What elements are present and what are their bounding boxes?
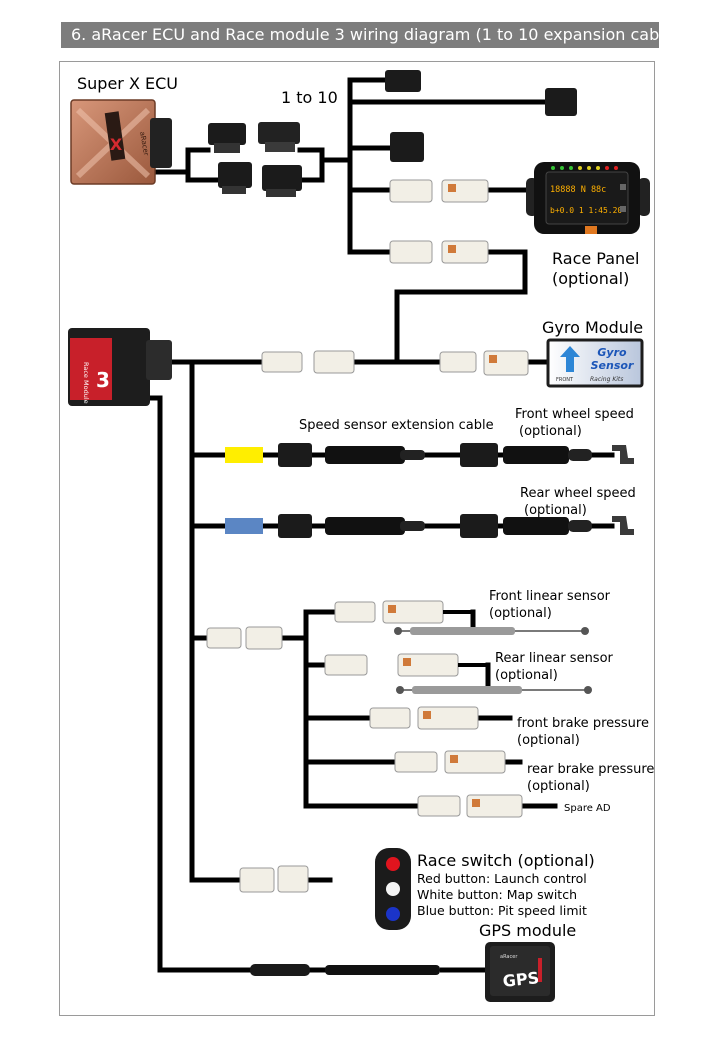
front-wheel-label-line2: (optional)	[519, 424, 582, 439]
gps-vertical-wire	[147, 395, 253, 973]
gyro-connector-pair-2	[439, 350, 529, 376]
race-switch-label: Race switch (optional)	[417, 851, 595, 870]
race-panel-label: Race Panel (optional)	[552, 249, 639, 289]
panel-row-2: b+0.0 1 1:45.20	[550, 206, 622, 215]
module-number-text: 3	[96, 368, 110, 392]
gps-brand-text: aRacer	[500, 954, 518, 960]
front-linear-sensor-icon	[394, 627, 589, 635]
race-panel-label-line2: (optional)	[552, 269, 630, 288]
gps-text: GPS	[502, 968, 540, 991]
yellow-sleeve	[225, 447, 263, 463]
red-button-icon	[386, 857, 400, 871]
front-brake-label-line1: front brake pressure	[517, 716, 649, 731]
rear-linear-label-line2: (optional)	[495, 668, 558, 683]
panel-leds	[551, 166, 618, 170]
race-switch-icon	[375, 848, 411, 930]
front-wheel-label: Front wheel speed (optional)	[515, 406, 634, 440]
rear-linear-sensor-icon	[396, 686, 592, 694]
wires	[147, 77, 615, 973]
gyro-front-text: FRONT	[556, 377, 574, 383]
black-connector-1	[208, 123, 246, 153]
gps-module-icon: GPS aRacer	[485, 942, 555, 1002]
spare-ad-label: Spare AD	[564, 803, 611, 814]
black-connector-2	[218, 162, 252, 194]
race-panel-label-line1: Race Panel	[552, 249, 640, 268]
gyro-connector-pair-1	[261, 350, 355, 374]
speed-ext-label: Speed sensor extension cable	[299, 418, 494, 433]
white-button-label: White button: Map switch	[417, 887, 577, 902]
ecu-to-hub-wire	[297, 147, 353, 183]
panel-connector-pair-1	[389, 179, 489, 203]
front-linear-chain	[334, 600, 589, 635]
rear-brake-chain	[394, 750, 506, 774]
branch-connector-1	[545, 88, 577, 116]
black-connector-3	[258, 122, 300, 152]
page-title: 6. aRacer ECU and Race module 3 wiring d…	[61, 22, 659, 48]
front-linear-label: Front linear sensor (optional)	[489, 588, 610, 622]
blue-button-label: Blue button: Pit speed limit	[417, 903, 587, 918]
ad-branch-front-linear	[303, 609, 476, 628]
rear-speed-probe	[612, 516, 634, 535]
gyro-sensor-icon: Gyro Sensor FRONT Racing Kits	[546, 338, 644, 388]
front-brake-label-line2: (optional)	[517, 733, 580, 748]
main-vertical-wire	[189, 359, 243, 883]
branch-connector-3	[390, 132, 424, 162]
rear-wheel-label-line2: (optional)	[524, 503, 587, 518]
panel-connector-pair-2	[389, 240, 489, 264]
race-module-icon: Race Module 3	[68, 328, 172, 406]
ecu-cable-wire	[152, 147, 221, 183]
rear-linear-label-line1: Rear linear sensor	[495, 651, 613, 666]
blue-sleeve	[225, 518, 263, 534]
race-switch-functions: Red button: Launch control White button:…	[417, 871, 587, 919]
gyro-line-1: Gyro	[597, 346, 627, 359]
front-speed-probe	[612, 445, 634, 464]
ad-harness-connector	[206, 626, 283, 650]
front-brake-label: front brake pressure (optional)	[517, 715, 649, 749]
one-to-ten-label: 1 to 10	[281, 88, 338, 107]
gyro-brand-text: Racing Kits	[590, 376, 623, 383]
hub-branch-connectors	[385, 70, 577, 264]
front-linear-label-line1: Front linear sensor	[489, 589, 610, 604]
front-linear-label-line2: (optional)	[489, 606, 552, 621]
ecu-icon: X aRacer	[70, 99, 172, 185]
ecu-model-text: X	[110, 135, 123, 154]
branch-connector-2	[385, 70, 421, 92]
black-connector-4	[262, 165, 302, 197]
gyro-line-2: Sensor	[591, 359, 634, 372]
gyro-module-label: Gyro Module	[542, 318, 644, 337]
diagram-frame	[59, 61, 655, 1016]
spare-ad-chain	[417, 794, 523, 818]
rear-brake-label-line1: rear brake pressure	[527, 762, 655, 777]
front-brake-chain	[369, 706, 479, 730]
rear-linear-chain	[324, 653, 592, 694]
rear-linear-label: Rear linear sensor (optional)	[495, 650, 613, 684]
front-speed-chain	[278, 443, 634, 467]
rear-brake-label: rear brake pressure (optional)	[527, 761, 654, 795]
white-button-icon	[386, 882, 400, 896]
rear-wheel-label: Rear wheel speed (optional)	[520, 485, 636, 519]
panel-row-1: 18888 N 88c	[550, 185, 606, 195]
panel-wire-2	[394, 249, 528, 365]
ad-branch-rear-linear	[303, 662, 491, 693]
rear-brake-label-line2: (optional)	[527, 779, 590, 794]
front-wheel-label-line1: Front wheel speed	[515, 407, 634, 422]
rear-speed-chain	[278, 514, 634, 538]
module-name-text: Race Module	[82, 362, 90, 404]
gps-module-label: GPS module	[479, 921, 577, 940]
red-button-label: Red button: Launch control	[417, 871, 587, 886]
rear-wheel-label-line1: Rear wheel speed	[520, 486, 636, 501]
race-switch-connector	[239, 865, 309, 893]
ecu-connectors	[208, 122, 302, 197]
race-panel-icon: 18888 N 88c b+0.0 1 1:45.20	[526, 162, 650, 234]
blue-button-icon	[386, 907, 400, 921]
super-x-ecu-label: Super X ECU	[77, 74, 178, 93]
gps-cable	[250, 964, 485, 976]
